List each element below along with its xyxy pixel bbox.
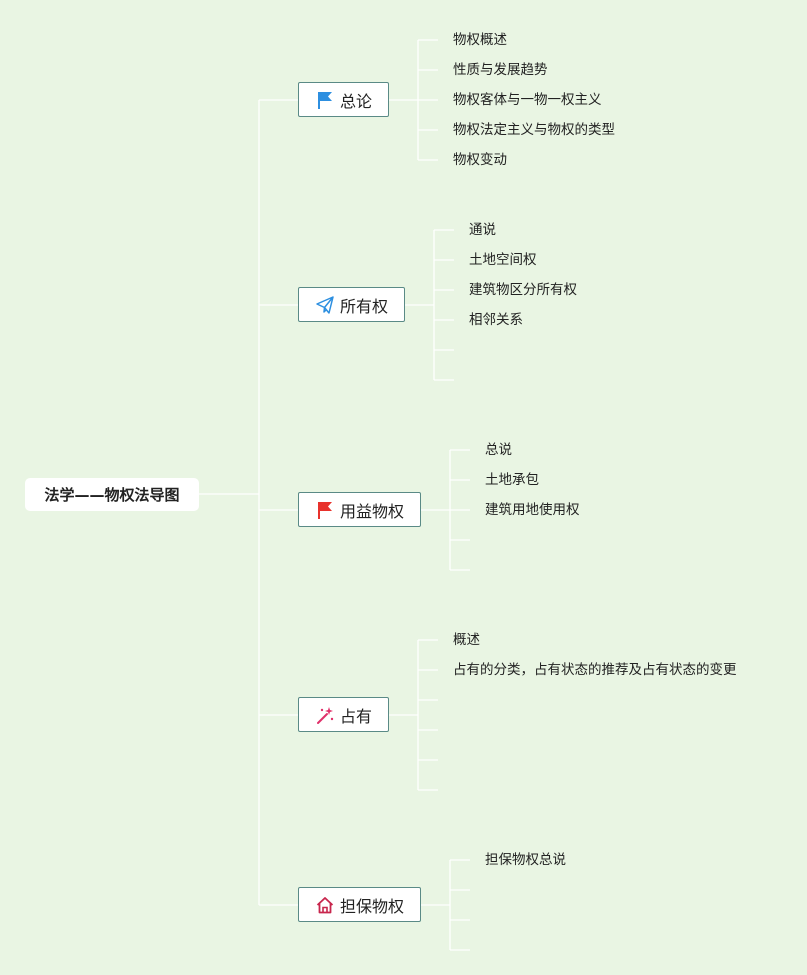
- subtopic-label[interactable]: 总说: [485, 442, 512, 458]
- home-icon: [315, 895, 335, 915]
- subtopic-label[interactable]: 土地空间权: [469, 252, 537, 268]
- subtopic-label[interactable]: 建筑用地使用权: [485, 502, 580, 518]
- root-topic[interactable]: 法学——物权法导图: [25, 478, 199, 511]
- topic-label: 用益物权: [339, 501, 404, 521]
- subtopic-label[interactable]: 物权概述: [453, 32, 507, 48]
- topic-possession[interactable]: 占有: [298, 697, 389, 732]
- topic-label: 总论: [339, 91, 372, 111]
- flag-icon: [315, 90, 335, 110]
- subtopic-label[interactable]: 物权变动: [453, 152, 507, 168]
- subtopic-label[interactable]: 性质与发展趋势: [453, 62, 548, 78]
- subtopic-label[interactable]: 相邻关系: [469, 312, 523, 328]
- subtopic-label[interactable]: 担保物权总说: [485, 852, 566, 868]
- subtopic-label[interactable]: 土地承包: [485, 472, 539, 488]
- topic-label: 担保物权: [339, 896, 404, 916]
- subtopic-label[interactable]: 物权法定主义与物权的类型: [453, 122, 615, 138]
- subtopic-label[interactable]: 通说: [469, 222, 496, 238]
- topic-general-theory[interactable]: 总论: [298, 82, 389, 117]
- subtopic-label[interactable]: 物权客体与一物一权主义: [453, 92, 602, 108]
- subtopic-label[interactable]: 建筑物区分所有权: [469, 282, 577, 298]
- flag-icon: [315, 500, 335, 520]
- subtopic-label[interactable]: 占有的分类，占有状态的推荐及占有状态的变更: [453, 662, 737, 678]
- subtopic-label[interactable]: 概述: [453, 632, 480, 648]
- topic-security-interest[interactable]: 担保物权: [298, 887, 421, 922]
- magic-wand-icon: [315, 705, 335, 725]
- topic-label: 占有: [339, 706, 372, 726]
- topic-label: 所有权: [339, 296, 388, 316]
- topic-usufruct[interactable]: 用益物权: [298, 492, 421, 527]
- paper-plane-icon: [315, 295, 335, 315]
- topic-ownership[interactable]: 所有权: [298, 287, 405, 322]
